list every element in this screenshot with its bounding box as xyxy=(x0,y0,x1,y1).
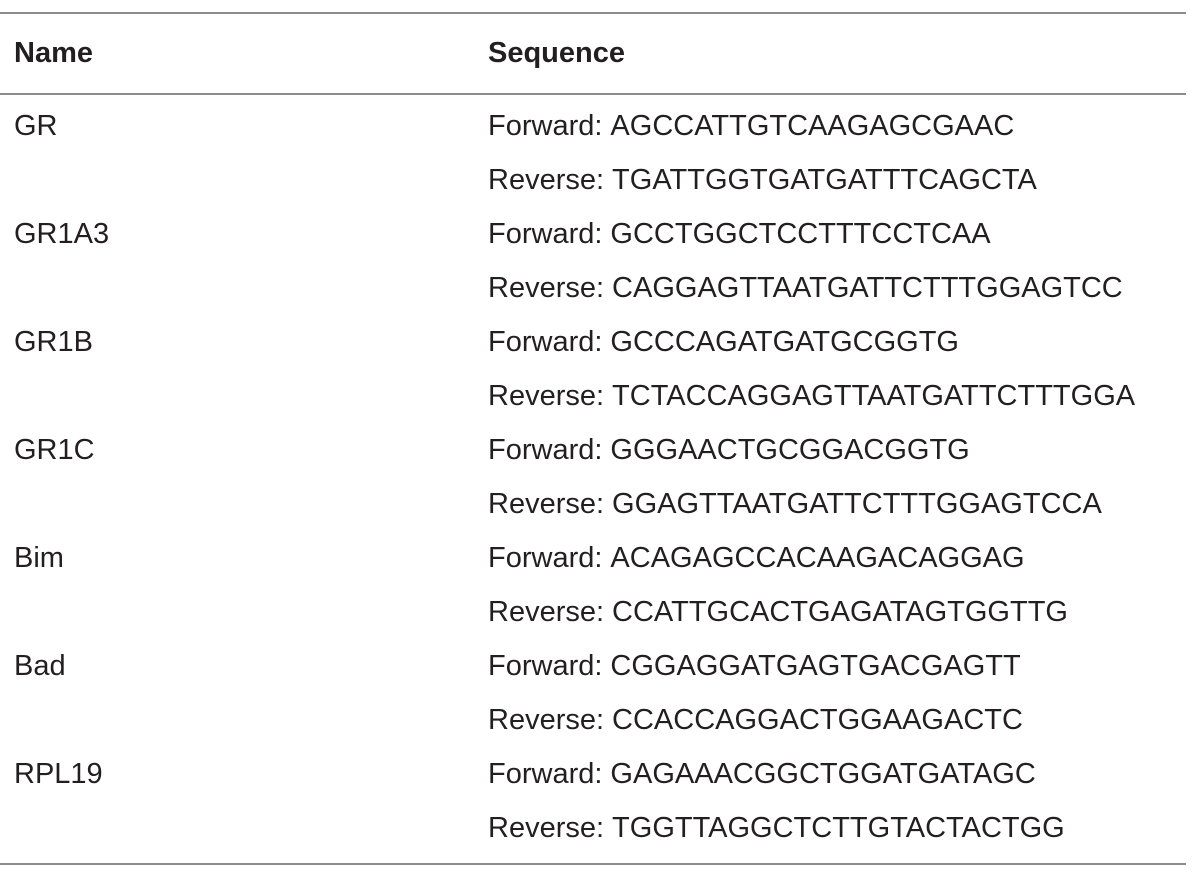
forward-sequence: GAGAAACGGCTGGATGATAGC xyxy=(610,757,1036,790)
reverse-primer: Reverse:TGGTTAGGCTCTTGTACTACTGG xyxy=(488,812,1065,845)
top-rule xyxy=(0,12,1186,14)
reverse-primer: Reverse:CAGGAGTTAATGATTCTTTGGAGTCC xyxy=(488,272,1123,305)
table-row: GR1B Forward:GCCCAGATGATGCGGTG xyxy=(0,315,1186,369)
forward-primer: Forward:GCCCAGATGATGCGGTG xyxy=(488,326,959,359)
reverse-sequence: GGAGTTAATGATTCTTTGGAGTCCA xyxy=(612,487,1102,520)
gene-name: GR xyxy=(14,109,58,142)
table-row: Reverse:CCATTGCACTGAGATAGTGGTTG xyxy=(0,585,1186,639)
forward-primer: Forward:ACAGAGCCACAAGACAGGAG xyxy=(488,542,1025,575)
reverse-primer: Reverse:TCTACCAGGAGTTAATGATTCTTTGGA xyxy=(488,380,1135,413)
gene-name: GR1C xyxy=(14,433,95,466)
forward-primer: Forward:CGGAGGATGAGTGACGAGTT xyxy=(488,650,1021,683)
forward-sequence: GCCTGGCTCCTTTCCTCAA xyxy=(610,217,991,250)
forward-sequence: CGGAGGATGAGTGACGAGTT xyxy=(610,649,1021,682)
gene-name: Bim xyxy=(14,541,64,574)
forward-primer: Forward:GCCTGGCTCCTTTCCTCAA xyxy=(488,218,991,251)
table-row: Bad Forward:CGGAGGATGAGTGACGAGTT xyxy=(0,639,1186,693)
reverse-label: Reverse: xyxy=(488,703,605,736)
reverse-label: Reverse: xyxy=(488,163,605,196)
forward-primer: Forward:GGGAACTGCGGACGGTG xyxy=(488,434,970,467)
table-row: Reverse:GGAGTTAATGATTCTTTGGAGTCCA xyxy=(0,477,1186,531)
reverse-label: Reverse: xyxy=(488,379,605,412)
reverse-sequence: TGATTGGTGATGATTTCAGCTA xyxy=(612,163,1037,196)
forward-sequence: GGGAACTGCGGACGGTG xyxy=(610,433,970,466)
forward-label: Forward: xyxy=(488,325,603,358)
gene-name: RPL19 xyxy=(14,757,103,790)
reverse-primer: Reverse:TGATTGGTGATGATTTCAGCTA xyxy=(488,164,1037,197)
reverse-primer: Reverse:GGAGTTAATGATTCTTTGGAGTCCA xyxy=(488,488,1102,521)
reverse-label: Reverse: xyxy=(488,595,605,628)
forward-label: Forward: xyxy=(488,541,603,574)
reverse-label: Reverse: xyxy=(488,271,605,304)
header-row: Name Sequence xyxy=(0,14,1186,93)
header-name: Name xyxy=(14,37,93,69)
bottom-rule xyxy=(0,863,1186,865)
forward-label: Forward: xyxy=(488,109,603,142)
table-row: Bim Forward:ACAGAGCCACAAGACAGGAG xyxy=(0,531,1186,585)
table-row: Reverse:CCACCAGGACTGGAAGACTC xyxy=(0,693,1186,747)
forward-label: Forward: xyxy=(488,217,603,250)
table-row: Reverse:TGGTTAGGCTCTTGTACTACTGG xyxy=(0,801,1186,855)
forward-label: Forward: xyxy=(488,757,603,790)
reverse-sequence: TGGTTAGGCTCTTGTACTACTGG xyxy=(612,811,1065,844)
reverse-sequence: TCTACCAGGAGTTAATGATTCTTTGGA xyxy=(612,379,1136,412)
table-row: Reverse:CAGGAGTTAATGATTCTTTGGAGTCC xyxy=(0,261,1186,315)
forward-sequence: AGCCATTGTCAAGAGCGAAC xyxy=(610,109,1015,142)
reverse-label: Reverse: xyxy=(488,487,605,520)
gene-name: Bad xyxy=(14,649,66,682)
reverse-primer: Reverse:CCACCAGGACTGGAAGACTC xyxy=(488,704,1023,737)
reverse-sequence: CAGGAGTTAATGATTCTTTGGAGTCC xyxy=(612,271,1123,304)
gene-name: GR1A3 xyxy=(14,217,110,250)
table-row: GR1A3 Forward:GCCTGGCTCCTTTCCTCAA xyxy=(0,207,1186,261)
table-row: Reverse:TCTACCAGGAGTTAATGATTCTTTGGA xyxy=(0,369,1186,423)
reverse-primer: Reverse:CCATTGCACTGAGATAGTGGTTG xyxy=(488,596,1068,629)
header-sequence: Sequence xyxy=(488,37,625,69)
header-rule xyxy=(0,93,1186,95)
gene-name: GR1B xyxy=(14,325,93,358)
table-row: GR Forward:AGCCATTGTCAAGAGCGAAC xyxy=(0,99,1186,153)
table-row: RPL19 Forward:GAGAAACGGCTGGATGATAGC xyxy=(0,747,1186,801)
reverse-sequence: CCACCAGGACTGGAAGACTC xyxy=(612,703,1023,736)
table-row: Reverse:TGATTGGTGATGATTTCAGCTA xyxy=(0,153,1186,207)
forward-primer: Forward:AGCCATTGTCAAGAGCGAAC xyxy=(488,110,1014,143)
reverse-sequence: CCATTGCACTGAGATAGTGGTTG xyxy=(612,595,1068,628)
forward-primer: Forward:GAGAAACGGCTGGATGATAGC xyxy=(488,758,1036,791)
forward-sequence: ACAGAGCCACAAGACAGGAG xyxy=(610,541,1025,574)
table-row: GR1C Forward:GGGAACTGCGGACGGTG xyxy=(0,423,1186,477)
forward-label: Forward: xyxy=(488,433,603,466)
reverse-label: Reverse: xyxy=(488,811,605,844)
forward-sequence: GCCCAGATGATGCGGTG xyxy=(610,325,959,358)
forward-label: Forward: xyxy=(488,649,603,682)
